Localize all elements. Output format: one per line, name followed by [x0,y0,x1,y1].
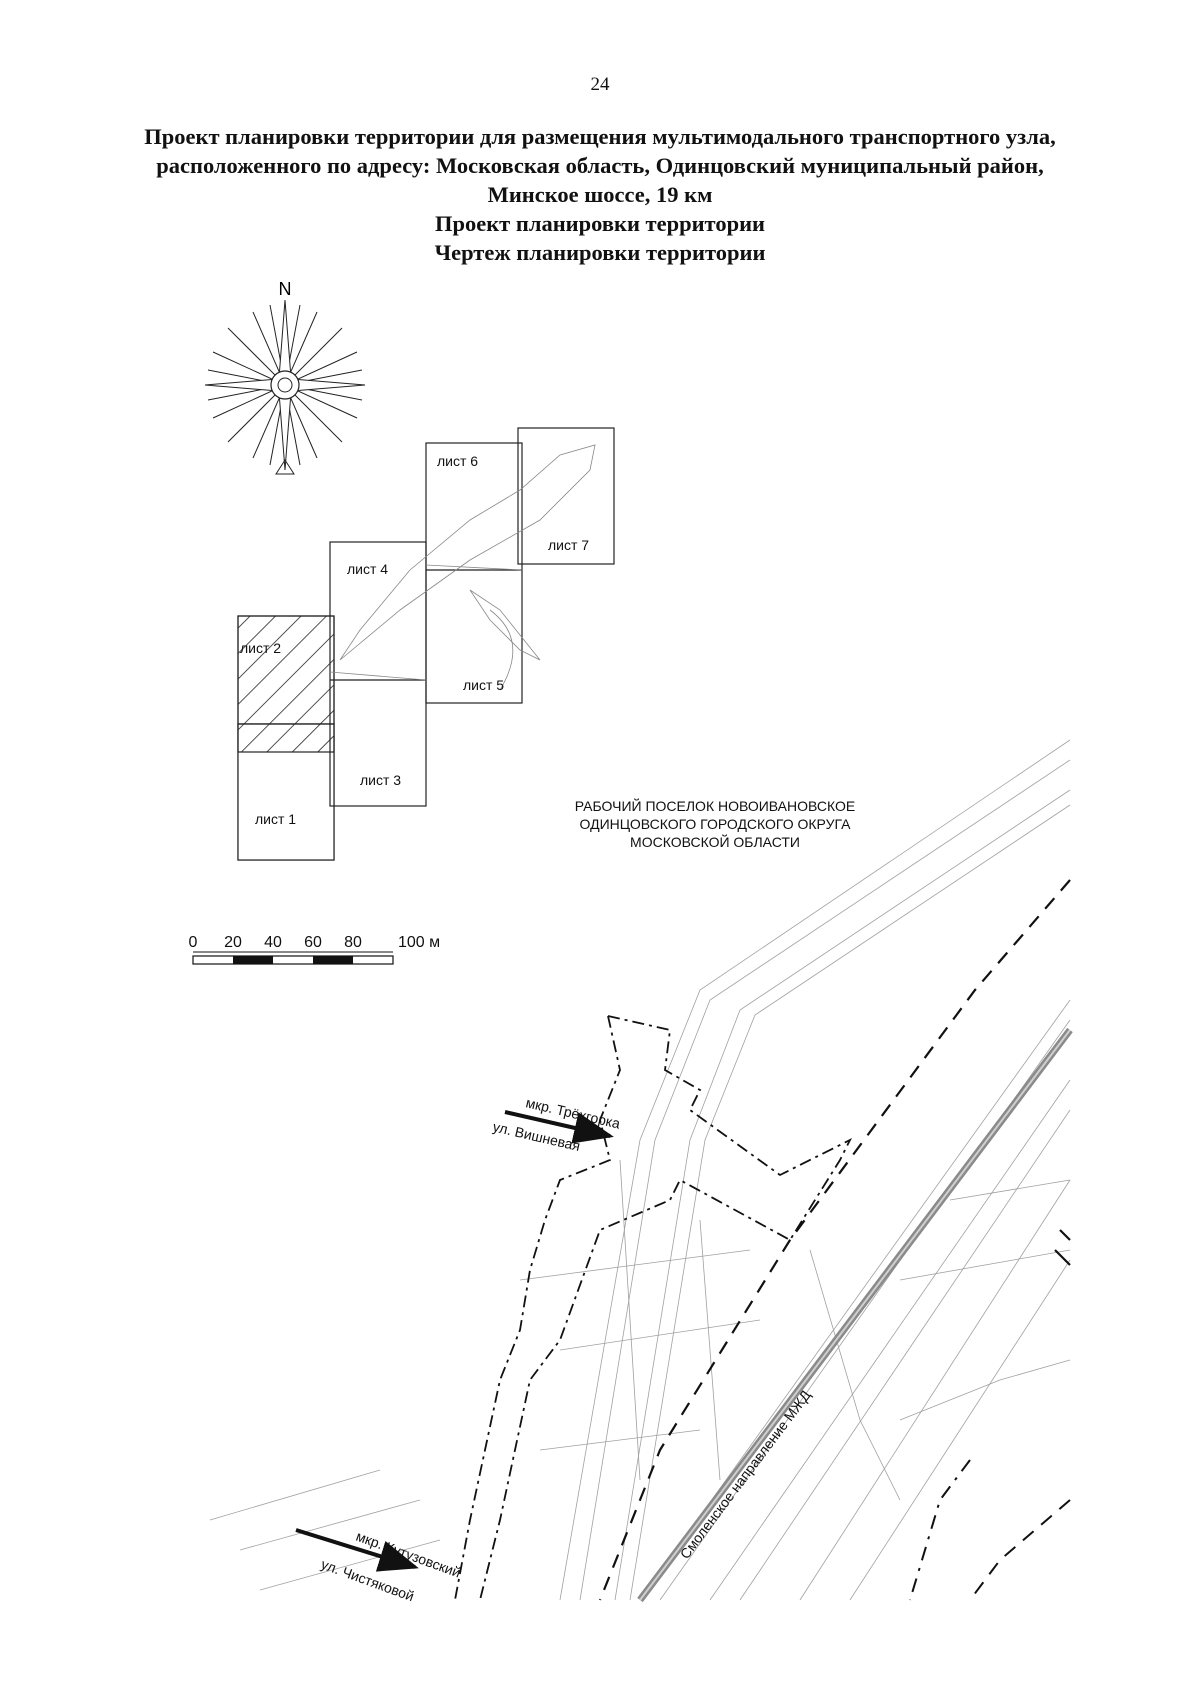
territory-boundary [479,1015,853,1601]
railway-label: Смоленское направление МЖД [677,1387,814,1562]
arrow-left-icon [295,1528,419,1572]
title-line-5: Чертеж планировки территории [434,240,766,265]
key-sheet-label: лист 6 [437,453,478,469]
title-line-2: расположенного по адресу: Московская обл… [156,153,1044,178]
settlement-line-1: РАБОЧИЙ ПОСЕЛОК НОВОИВАНОВСКОЕ [575,797,855,814]
key-plan [237,427,615,861]
settlement-line-2: ОДИНЦОВСКОГО ГОРОДСКОГО ОКРУГА [580,816,852,832]
key-sheet-5-6 [425,442,523,704]
key-sheet-label: лист 5 [463,677,504,693]
compass-north-label: N [279,279,292,299]
scale-tick: 0 [189,934,198,951]
title-line-4: Проект планировки территории [434,211,766,236]
scale-bar: 0 20 40 60 80 100 м [189,934,440,965]
map-fragment: мкр. Трёхгорка ул. Вишневая мкр. Кутузов… [209,739,1073,1604]
title-block: Проект планировки территории для размеще… [80,122,1120,267]
key-sheet-overlap [237,723,335,753]
settlement-line-3: МОСКОВСКОЙ ОБЛАСТИ [630,833,800,850]
scale-tick: 40 [264,934,282,951]
scale-tick: 60 [304,934,322,951]
key-sheet-label: лист 2 [240,640,281,656]
compass-rose-icon: N [204,279,366,475]
settlement-label: РАБОЧИЙ ПОСЕЛОК НОВОИВАНОВСКОЕ ОДИНЦОВСК… [575,797,855,850]
key-sheet-label: лист 7 [548,537,589,553]
arrow-1-line-2: ул. Вишневая [491,1118,582,1154]
key-sheet-7 [517,427,615,565]
page-number: 24 [590,74,610,95]
title-line-3: Минское шоссе, 19 км [487,182,713,207]
zone-boundary [598,879,1071,1601]
title-line-1: Проект планировки территории для размеще… [144,124,1056,149]
key-sheet-label: лист 1 [255,811,296,827]
key-sheet-label: лист 4 [347,561,388,577]
scale-tick: 80 [344,934,362,951]
key-sheet-3-4 [329,541,427,807]
scale-tick: 100 м [398,934,440,951]
scale-tick: 20 [224,934,242,951]
arrow-left-icon [504,1110,614,1144]
key-sheet-label: лист 3 [360,772,401,788]
